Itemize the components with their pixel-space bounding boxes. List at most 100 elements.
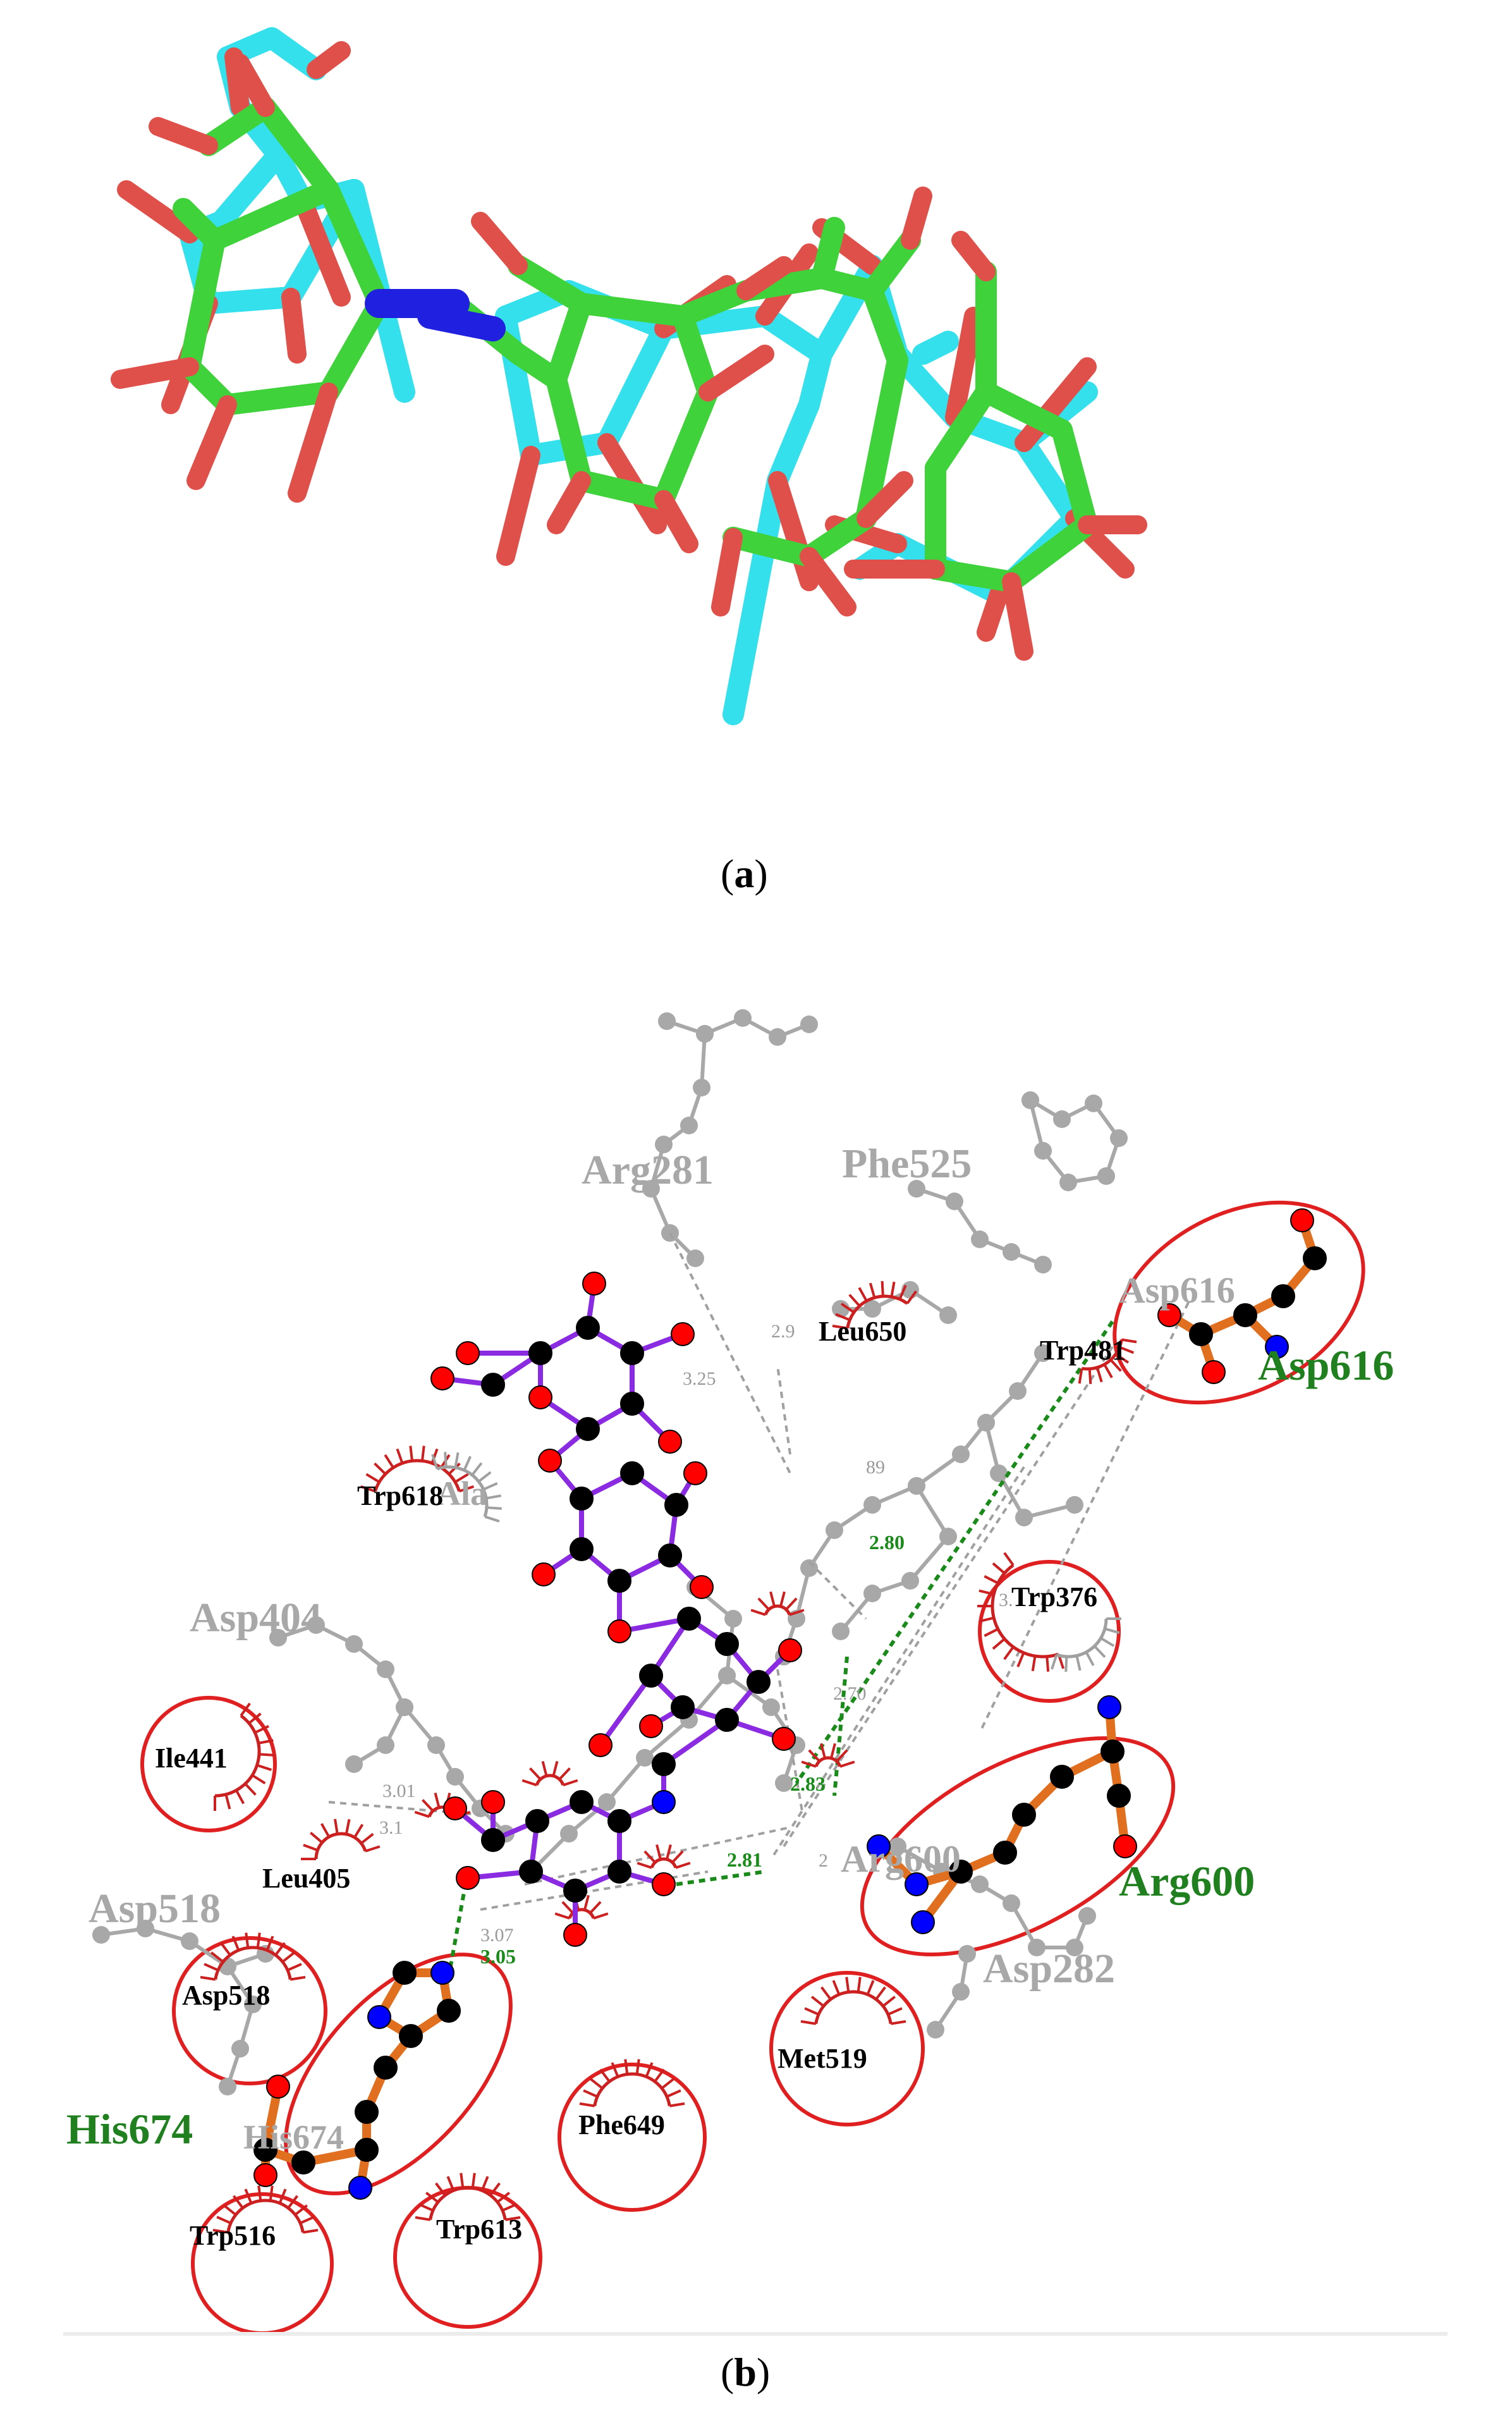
arc-line bbox=[1056, 1618, 1108, 1659]
grey-atom bbox=[1009, 1382, 1027, 1400]
stick-bond bbox=[912, 331, 959, 365]
caption-a: (a) bbox=[721, 851, 768, 896]
grey-bond bbox=[915, 1452, 962, 1488]
arc-tick bbox=[422, 1799, 434, 1812]
grey-atom bbox=[939, 1306, 957, 1324]
arc-tick bbox=[875, 1986, 886, 2001]
oxygen-stick bbox=[231, 54, 275, 117]
grey-atom bbox=[446, 1768, 464, 1786]
carbon-atom bbox=[652, 1752, 676, 1776]
arc-tick bbox=[1016, 1652, 1025, 1667]
carbon-atom bbox=[715, 1708, 739, 1732]
oxygen-atom bbox=[456, 1341, 480, 1365]
arc-tick bbox=[223, 2204, 237, 2216]
arc-tick bbox=[216, 2216, 231, 2224]
nitrogen-atom bbox=[652, 1790, 676, 1814]
hydrophobic-arc bbox=[637, 1844, 691, 1869]
arc-tick bbox=[435, 2182, 446, 2197]
residue-atom bbox=[1303, 1246, 1327, 1270]
label-asp518: Asp518 bbox=[182, 1980, 270, 2011]
arc-tick bbox=[593, 1912, 609, 1920]
arc-tick bbox=[1003, 1646, 1015, 1660]
panel-divider bbox=[63, 2332, 1448, 2336]
grey-bond bbox=[643, 1718, 690, 1760]
arc-line bbox=[814, 1756, 842, 1767]
label-ile441: Ile441 bbox=[155, 1743, 228, 1774]
arc-tick bbox=[471, 1462, 483, 1476]
label-leu405: Leu405 bbox=[262, 1863, 350, 1894]
arc-tick bbox=[992, 1562, 1006, 1574]
grey-atom bbox=[1078, 1907, 1096, 1925]
oxygen-atom bbox=[528, 1385, 552, 1409]
arc-tick bbox=[480, 2176, 489, 2192]
grey-atom bbox=[345, 1635, 363, 1653]
arc-tick bbox=[504, 2216, 521, 2221]
residue-atom bbox=[253, 2163, 277, 2187]
hbond-2.83: 2.83 bbox=[790, 1772, 826, 1795]
grey-atom bbox=[680, 1117, 698, 1134]
grey-atom bbox=[1015, 1509, 1033, 1526]
stick-bond bbox=[571, 293, 693, 327]
residue-atom bbox=[867, 1834, 891, 1858]
arc-tick bbox=[274, 1942, 286, 1956]
dist-3: 3. bbox=[999, 1590, 1013, 1610]
carbon-atom bbox=[528, 1341, 552, 1365]
oxygen-stick bbox=[1002, 572, 1033, 661]
label-arg600: Arg600 bbox=[1119, 1857, 1255, 1905]
arc-tick bbox=[353, 1824, 364, 1838]
ligand-bond bbox=[662, 1717, 729, 1767]
stick-bond bbox=[546, 369, 592, 491]
grey-atom bbox=[889, 1837, 906, 1855]
stick-bond bbox=[722, 470, 788, 725]
oxygen-stick bbox=[768, 471, 819, 591]
grey-atom bbox=[971, 1875, 989, 1893]
hydrophobic-arc bbox=[521, 1760, 578, 1787]
residue-atom bbox=[399, 2024, 423, 2048]
hydrophobic-arc bbox=[200, 1932, 306, 1981]
hydrophobic-arc bbox=[431, 1452, 502, 1523]
arc-tick bbox=[256, 1932, 261, 1948]
arc-tick bbox=[1095, 1367, 1103, 1383]
arc-tick bbox=[810, 1996, 825, 2008]
arc-tick bbox=[302, 2228, 319, 2234]
arc-tick bbox=[1003, 1552, 1015, 1566]
arc-tick bbox=[294, 2204, 308, 2216]
oxygen-stick bbox=[117, 180, 199, 243]
highlight-circle bbox=[769, 1971, 925, 2126]
residue-atom bbox=[911, 1910, 935, 1934]
distance-line bbox=[783, 1346, 1114, 1848]
arc-tick bbox=[254, 1725, 269, 1734]
oxygen-atom bbox=[690, 1575, 714, 1599]
arc-tick bbox=[624, 2059, 629, 2075]
grey-atom bbox=[1053, 1110, 1071, 1128]
hbond-distance-labels: 2.80 2.83 2.81 3.05 bbox=[480, 1531, 905, 1968]
arc-tick bbox=[1100, 1637, 1115, 1647]
arc-tick bbox=[454, 1452, 460, 1468]
arc-tick bbox=[320, 1823, 331, 1838]
grey-atom bbox=[636, 1749, 654, 1767]
oxygen-atom bbox=[772, 1727, 796, 1751]
distance-line bbox=[979, 1302, 1190, 1733]
hydrophobic-arc bbox=[1051, 1617, 1121, 1672]
oxygen-stick bbox=[288, 383, 338, 503]
arc-tick bbox=[489, 2182, 501, 2197]
residue-atom bbox=[1233, 1303, 1257, 1327]
arc-tick bbox=[666, 2089, 681, 2098]
residue-atom bbox=[374, 2056, 398, 2080]
grey-atom bbox=[946, 1193, 963, 1210]
grey-atom bbox=[427, 1736, 445, 1754]
grey-atom bbox=[696, 1025, 714, 1043]
arc-tick bbox=[661, 2078, 675, 2090]
arc-tick bbox=[800, 2020, 817, 2025]
arc-tick bbox=[259, 1753, 274, 1757]
stick-bond bbox=[179, 230, 226, 377]
superimposed-stick-models bbox=[111, 27, 1147, 725]
carbon-atom bbox=[607, 1809, 631, 1833]
residue-atom bbox=[1202, 1360, 1226, 1384]
stick-bond bbox=[722, 527, 820, 567]
arc-line bbox=[226, 2199, 305, 2233]
grey-atom bbox=[952, 1445, 970, 1463]
caption-b: (b) bbox=[721, 2350, 771, 2395]
residue-atom bbox=[993, 1841, 1017, 1865]
grey-bond bbox=[915, 1485, 950, 1538]
